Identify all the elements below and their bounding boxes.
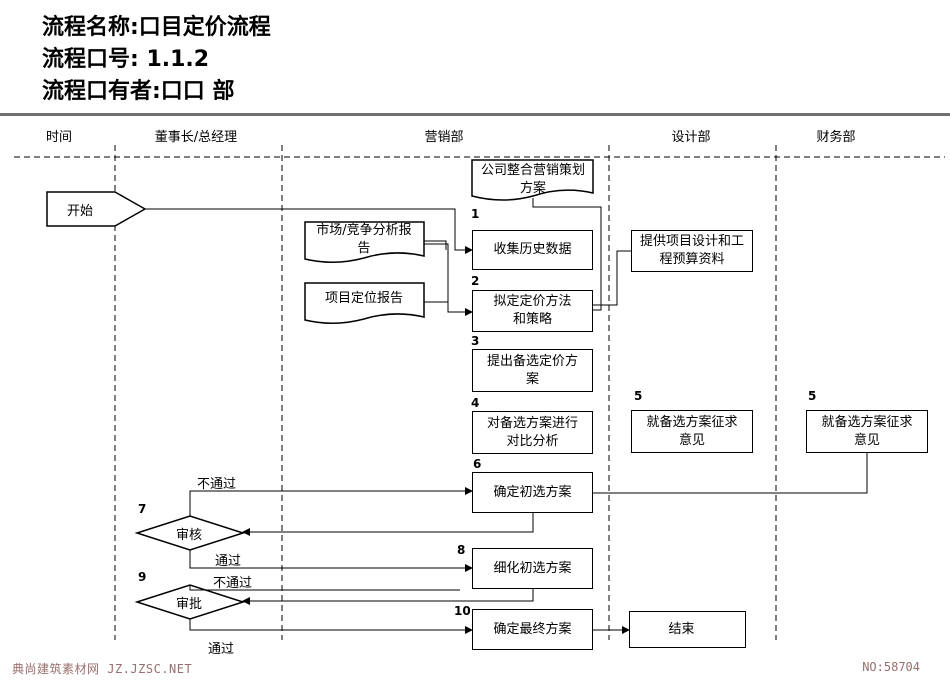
- edge-label-pass-1: 通过: [215, 554, 242, 569]
- lane-header-finance: 财务部: [816, 130, 856, 145]
- doc-company-plan: [471, 159, 594, 201]
- step-1-number: 1: [471, 207, 480, 221]
- step-5-finance-label: 就备选方案征求意见: [821, 414, 913, 448]
- lane-header-time: 时间: [45, 130, 73, 145]
- doc-market-report: [304, 221, 425, 263]
- footer-number: NO:58704: [862, 660, 920, 674]
- doc-positioning-report-label: 项目定位报告: [324, 291, 403, 306]
- step-8-number: 8: [457, 543, 466, 557]
- step-2-box: 拟定定价方法和策略: [472, 290, 593, 332]
- step-8-box: 细化初选方案: [472, 548, 593, 589]
- edge-label-reject-2: 不通过: [213, 576, 253, 591]
- header-rule: [0, 113, 950, 116]
- step-3-number: 3: [471, 334, 480, 348]
- start-terminal: [46, 191, 147, 227]
- step-5-finance-box: 就备选方案征求意见: [806, 410, 928, 453]
- step-8-label: 细化初选方案: [493, 560, 572, 576]
- design-data-box: 提供项目设计和工程预算资料: [631, 230, 753, 272]
- doc-company-plan-label: 公司整合营销策划方案: [480, 163, 585, 196]
- end-label: 结束: [668, 621, 695, 637]
- step-6-box: 确定初选方案: [472, 472, 593, 513]
- step-3-box: 提出备选定价方案: [472, 349, 593, 392]
- step-10-number: 10: [454, 604, 471, 618]
- step-7-number: 7: [138, 502, 147, 516]
- process-owner-title: 流程口有者:口口 部: [42, 79, 235, 104]
- start-label: 开始: [67, 204, 94, 219]
- step-9-number: 9: [138, 570, 147, 584]
- doc-market-report-label: 市场/竞争分析报告: [316, 223, 412, 256]
- step-3-label: 提出备选定价方案: [486, 353, 578, 387]
- step-5-design-box: 就备选方案征求意见: [631, 410, 753, 453]
- edge-label-reject-1: 不通过: [197, 477, 237, 492]
- step-4-label: 对备选方案进行对比分析: [486, 415, 578, 449]
- step-5-design-label: 就备选方案征求意见: [646, 414, 738, 448]
- step-6-label: 确定初选方案: [493, 484, 572, 500]
- lane-header-ceo: 董事长/总经理: [154, 130, 238, 145]
- step-1-box: 收集历史数据: [472, 230, 593, 270]
- step-2-label: 拟定定价方法和策略: [493, 294, 572, 327]
- step-1-label: 收集历史数据: [493, 242, 572, 257]
- design-data-label: 提供项目设计和工程预算资料: [639, 234, 744, 267]
- lane-header-marketing: 营销部: [424, 130, 464, 145]
- step-10-label: 确定最终方案: [493, 621, 572, 637]
- step-5-finance-number: 5: [808, 389, 817, 403]
- process-name-title: 流程名称:口目定价流程: [42, 15, 271, 40]
- step-5-design-number: 5: [634, 389, 643, 403]
- doc-positioning-report: [304, 282, 425, 324]
- step-2-number: 2: [471, 274, 480, 288]
- step-7-label: 审核: [176, 528, 203, 543]
- end-terminal: 结束: [629, 611, 746, 648]
- lane-header-design: 设计部: [671, 130, 711, 145]
- step-4-box: 对备选方案进行对比分析: [472, 411, 593, 454]
- footer-watermark: 典尚建筑素材网 JZ.JZSC.NET: [12, 662, 193, 676]
- edge-label-pass-2: 通过: [208, 642, 235, 657]
- step-6-number: 6: [473, 457, 482, 471]
- step-4-number: 4: [471, 396, 480, 410]
- step-10-box: 确定最终方案: [472, 609, 593, 650]
- step-9-label: 审批: [176, 597, 203, 612]
- process-number-title: 流程口号: 1.1.2: [42, 47, 210, 72]
